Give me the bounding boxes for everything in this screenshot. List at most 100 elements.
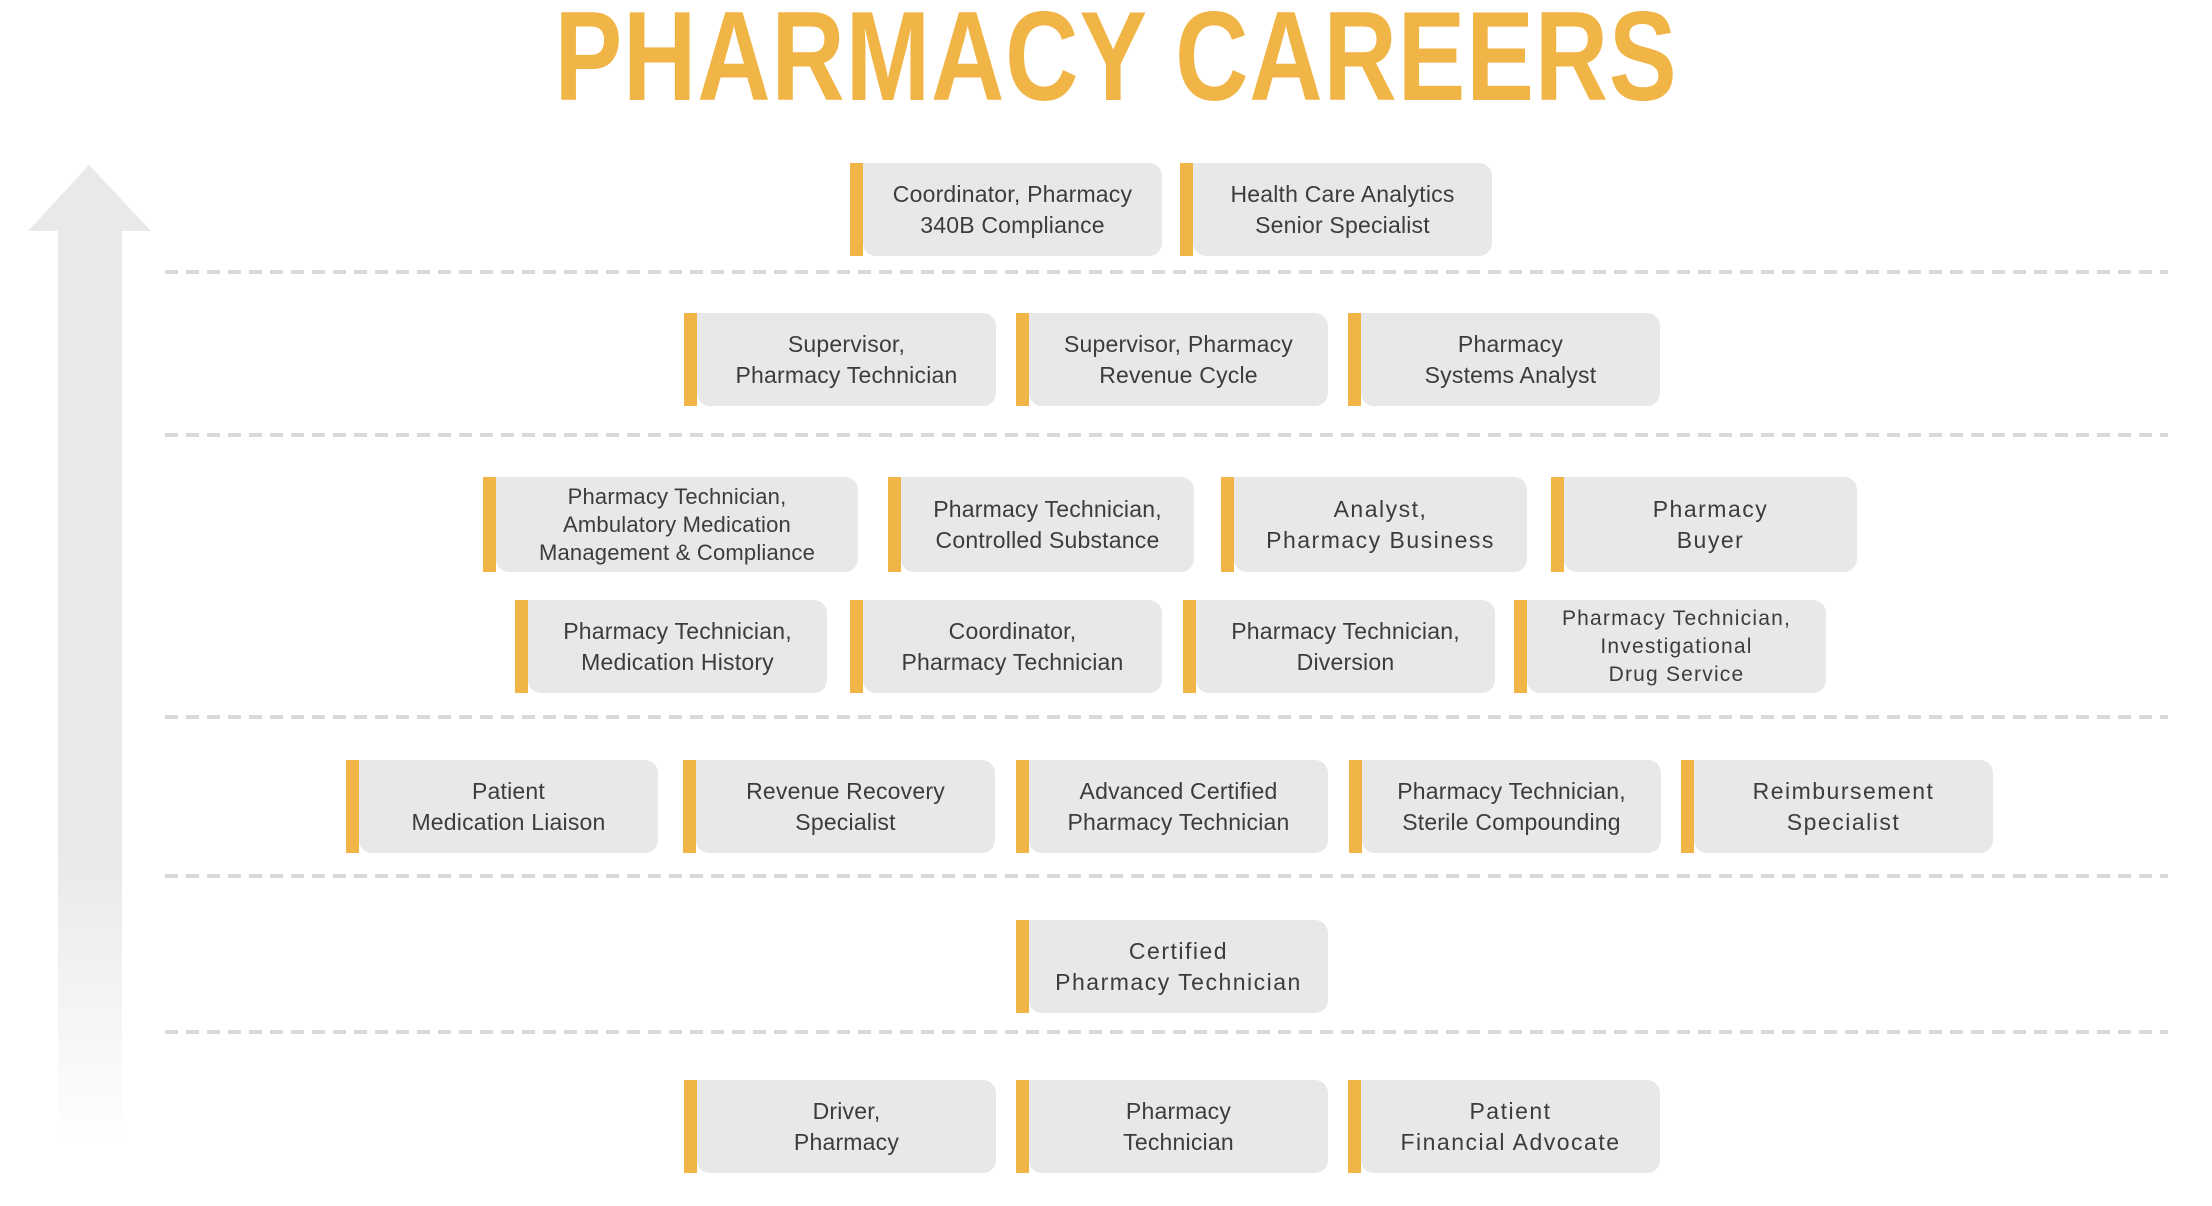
- job-coordinator-pharmacy-340b-compliance: Coordinator, Pharmacy 340B Compliance: [850, 163, 1162, 256]
- job-pt-controlled-substance: Pharmacy Technician, Controlled Substanc…: [888, 477, 1194, 572]
- job-label-line: Pharmacy Technician,: [933, 495, 1162, 522]
- up-arrow-icon: [28, 165, 151, 231]
- accent-bar: [1348, 1080, 1361, 1173]
- job-label-line: Pharmacy Technician,: [1231, 617, 1460, 644]
- job-label: Driver, Pharmacy: [697, 1080, 996, 1173]
- job-reimbursement-specialist: Reimbursement Specialist: [1681, 760, 1993, 853]
- job-label-line: Reimbursement: [1752, 777, 1935, 804]
- job-label-line: Certified: [1128, 937, 1229, 964]
- job-label: Analyst, Pharmacy Business: [1234, 477, 1527, 572]
- job-label: Pharmacy Technician, Controlled Substanc…: [901, 477, 1194, 572]
- job-label-line: Specialist: [1786, 808, 1901, 835]
- accent-bar: [888, 477, 901, 572]
- accent-bar: [1016, 1080, 1029, 1173]
- job-driver-pharmacy: Driver, Pharmacy: [684, 1080, 996, 1173]
- job-label-line: Pharmacy: [1457, 330, 1564, 357]
- job-label-line: Driver,: [812, 1097, 881, 1124]
- job-label-line: Health Care Analytics: [1230, 180, 1455, 207]
- job-label-line: Senior Specialist: [1255, 211, 1430, 238]
- job-supervisor-pharmacy-revenue-cycle: Supervisor, Pharmacy Revenue Cycle: [1016, 313, 1328, 406]
- job-label-line: Sterile Compounding: [1402, 808, 1621, 835]
- accent-bar: [1180, 163, 1193, 256]
- tier-separator-2: [165, 433, 2168, 437]
- job-label-line: Pharmacy Business: [1266, 526, 1495, 553]
- job-label-line: Pharmacy: [793, 1128, 900, 1155]
- job-label-line: Financial Advocate: [1400, 1128, 1621, 1155]
- job-patient-medication-liaison: Patient Medication Liaison: [346, 760, 658, 853]
- job-label: Coordinator, Pharmacy 340B Compliance: [863, 163, 1162, 256]
- accent-bar: [515, 600, 528, 693]
- job-label-line: Pharmacy Technician: [1055, 968, 1302, 995]
- job-label: Patient Financial Advocate: [1361, 1080, 1660, 1173]
- job-label-line: Analyst,: [1333, 495, 1428, 522]
- tier-separator-3: [165, 715, 2168, 719]
- job-label-line: Controlled Substance: [935, 526, 1160, 553]
- job-label-line: Pharmacy: [1125, 1097, 1232, 1124]
- accent-bar: [683, 760, 696, 853]
- job-label: Patient Medication Liaison: [359, 760, 658, 853]
- job-label-line: Pharmacy Technician,: [1561, 606, 1792, 630]
- job-label-line: Coordinator,: [948, 617, 1077, 644]
- accent-bar: [850, 600, 863, 693]
- job-certified-pharmacy-technician: Certified Pharmacy Technician: [1016, 920, 1328, 1013]
- job-label-line: Investigational: [1600, 634, 1753, 658]
- accent-bar: [850, 163, 863, 256]
- job-pt-diversion: Pharmacy Technician, Diversion: [1183, 600, 1495, 693]
- job-pharmacy-technician: Pharmacy Technician: [1016, 1080, 1328, 1173]
- job-label: Health Care Analytics Senior Specialist: [1193, 163, 1492, 256]
- job-label-line: Supervisor, Pharmacy: [1064, 330, 1293, 357]
- accent-bar: [1681, 760, 1694, 853]
- job-label: Certified Pharmacy Technician: [1029, 920, 1328, 1013]
- job-label-line: Pharmacy Technician,: [563, 617, 792, 644]
- job-label-line: Pharmacy Technician,: [567, 483, 787, 509]
- accent-bar: [1221, 477, 1234, 572]
- job-pharmacy-buyer: Pharmacy Buyer: [1551, 477, 1857, 572]
- job-label-line: 340B Compliance: [920, 211, 1105, 238]
- job-coordinator-pharmacy-technician: Coordinator, Pharmacy Technician: [850, 600, 1162, 693]
- job-pt-medication-history: Pharmacy Technician, Medication History: [515, 600, 827, 693]
- job-label: Pharmacy Technician, Investigational Dru…: [1527, 600, 1826, 693]
- job-label-line: Medication Liaison: [411, 808, 606, 835]
- job-label: Coordinator, Pharmacy Technician: [863, 600, 1162, 693]
- job-label: Revenue Recovery Specialist: [696, 760, 995, 853]
- job-pharmacy-systems-analyst: Pharmacy Systems Analyst: [1348, 313, 1660, 406]
- job-label: Advanced Certified Pharmacy Technician: [1029, 760, 1328, 853]
- accent-bar: [684, 313, 697, 406]
- accent-bar: [1016, 760, 1029, 853]
- job-label: Pharmacy Technician, Ambulatory Medicati…: [496, 477, 858, 572]
- job-label: Pharmacy Buyer: [1564, 477, 1857, 572]
- tier-separator-5: [165, 1030, 2168, 1034]
- accent-bar: [684, 1080, 697, 1173]
- job-label-line: Pharmacy Technician,: [1397, 777, 1626, 804]
- job-revenue-recovery-specialist: Revenue Recovery Specialist: [683, 760, 995, 853]
- job-advanced-certified-pharmacy-technician: Advanced Certified Pharmacy Technician: [1016, 760, 1328, 853]
- tier-separator-1: [165, 270, 2168, 274]
- job-label-line: Technician: [1123, 1128, 1234, 1155]
- job-label-line: Patient: [1469, 1097, 1552, 1124]
- job-label-line: Supervisor,: [787, 330, 906, 357]
- job-supervisor-pharmacy-technician: Supervisor, Pharmacy Technician: [684, 313, 996, 406]
- accent-bar: [483, 477, 496, 572]
- job-label: Pharmacy Technician, Diversion: [1196, 600, 1495, 693]
- job-label: Pharmacy Technician: [1029, 1080, 1328, 1173]
- job-pt-sterile-compounding: Pharmacy Technician, Sterile Compounding: [1349, 760, 1661, 853]
- job-patient-financial-advocate: Patient Financial Advocate: [1348, 1080, 1660, 1173]
- job-label-line: Ambulatory Medication: [563, 511, 791, 537]
- page-title: PHARMACY CAREERS: [554, 0, 1678, 127]
- up-arrow-shaft: [58, 230, 122, 1146]
- job-label-line: Revenue Recovery: [746, 777, 945, 804]
- job-label-line: Drug Service: [1608, 662, 1745, 686]
- accent-bar: [1016, 920, 1029, 1013]
- accent-bar: [1348, 313, 1361, 406]
- accent-bar: [1349, 760, 1362, 853]
- accent-bar: [1016, 313, 1029, 406]
- job-label-line: Systems Analyst: [1424, 361, 1597, 388]
- job-label-line: Revenue Cycle: [1099, 361, 1258, 388]
- job-label: Pharmacy Technician, Medication History: [528, 600, 827, 693]
- job-label-line: Advanced Certified: [1079, 777, 1278, 804]
- job-label-line: Coordinator, Pharmacy: [892, 180, 1133, 207]
- job-label-line: Pharmacy Technician: [901, 648, 1124, 675]
- job-label: Pharmacy Systems Analyst: [1361, 313, 1660, 406]
- accent-bar: [1183, 600, 1196, 693]
